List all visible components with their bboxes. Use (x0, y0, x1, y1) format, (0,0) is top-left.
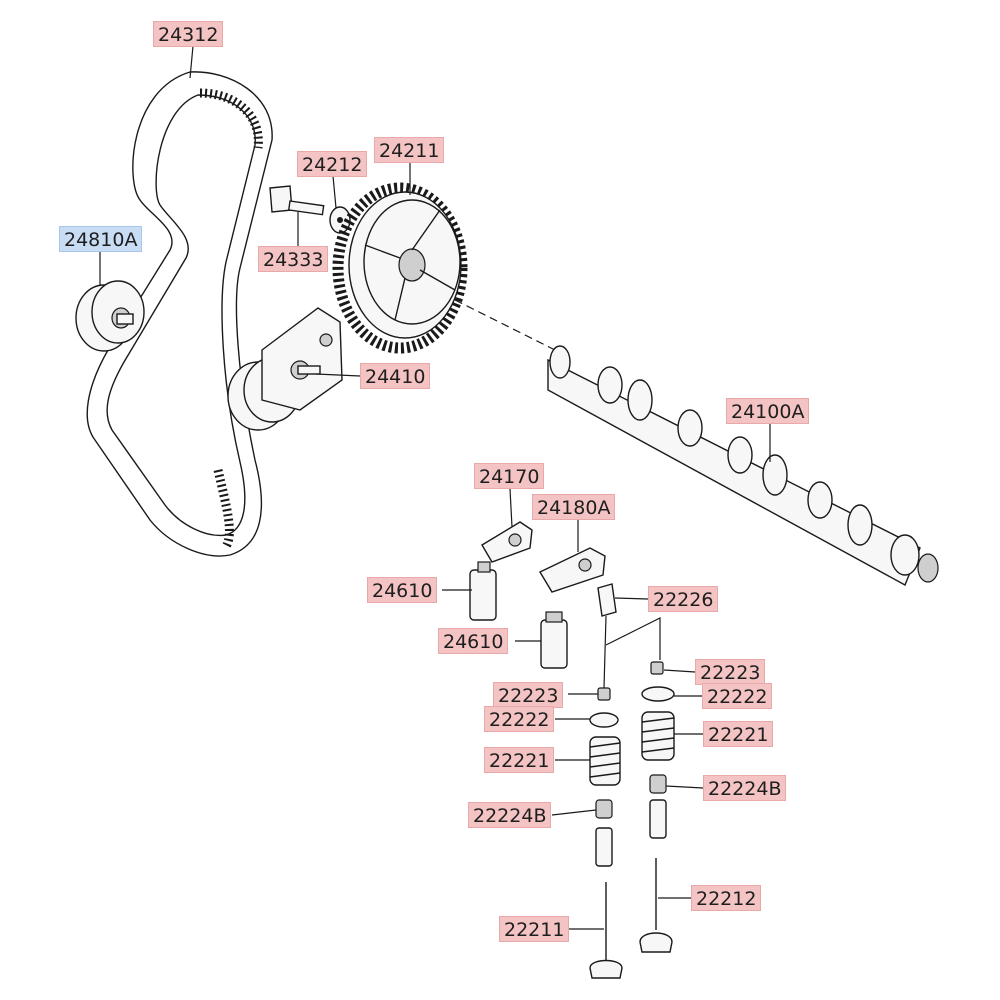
label-sprocket-washer[interactable]: 24212 (297, 151, 368, 177)
rocker-arm-1[interactable] (481, 521, 533, 563)
label-spring-retainer-left[interactable]: 22222 (484, 706, 555, 732)
spring-retainer-right[interactable] (641, 686, 675, 702)
label-rocker-arm-2[interactable]: 24180A (532, 494, 616, 520)
label-camshaft[interactable]: 24100A (726, 398, 810, 424)
label-valve-spring-left[interactable]: 22221 (484, 747, 555, 773)
valve-spring-left[interactable] (589, 736, 621, 786)
intake-valve[interactable] (589, 882, 623, 979)
label-valve-guide-left[interactable]: 22224B (468, 802, 552, 828)
rocker-arm-2[interactable] (539, 547, 606, 593)
label-valve-spring-right[interactable]: 22221 (703, 721, 774, 747)
hydraulic-lifter-2[interactable] (540, 611, 568, 669)
valve-collet-right[interactable] (650, 661, 664, 675)
label-sprocket-bolt[interactable]: 24333 (258, 246, 329, 272)
hydraulic-lifter-1[interactable] (469, 561, 497, 621)
label-spring-retainer-right[interactable]: 22222 (702, 683, 773, 709)
idler-pulley[interactable] (75, 280, 145, 352)
label-hydraulic-lifter-2[interactable]: 24610 (438, 628, 509, 654)
label-valve-collet-right[interactable]: 22223 (695, 659, 766, 685)
label-valve-guide-right[interactable]: 22224B (703, 775, 787, 801)
valve-guide-right[interactable] (649, 774, 667, 839)
valve-collet-left[interactable] (597, 687, 611, 701)
sprocket-bolt[interactable] (269, 185, 325, 216)
valve-stem-seal[interactable] (597, 583, 661, 689)
label-belt-tensioner[interactable]: 24410 (360, 363, 431, 389)
exhaust-valve[interactable] (639, 858, 673, 953)
camshaft-sprocket[interactable] (332, 182, 468, 354)
label-camshaft-sprocket[interactable]: 24211 (374, 137, 445, 163)
belt-tensioner[interactable] (227, 307, 343, 431)
valve-spring-right[interactable] (641, 711, 675, 761)
leader-lines (99, 45, 771, 930)
label-valve-stem-seal[interactable]: 22226 (648, 586, 719, 612)
label-exhaust-valve[interactable]: 22212 (691, 885, 762, 911)
label-rocker-arm-1[interactable]: 24170 (474, 463, 545, 489)
label-intake-valve[interactable]: 22211 (499, 916, 570, 942)
valve-guide-left[interactable] (595, 799, 613, 867)
label-valve-collet-left[interactable]: 22223 (493, 682, 564, 708)
label-hydraulic-lifter-1[interactable]: 24610 (367, 577, 438, 603)
camshaft[interactable] (547, 345, 939, 586)
timing-belt[interactable] (86, 71, 273, 557)
label-idler-pulley[interactable]: 24810A (59, 226, 143, 252)
spring-retainer-left[interactable] (589, 712, 619, 728)
label-timing-belt[interactable]: 24312 (153, 21, 224, 47)
